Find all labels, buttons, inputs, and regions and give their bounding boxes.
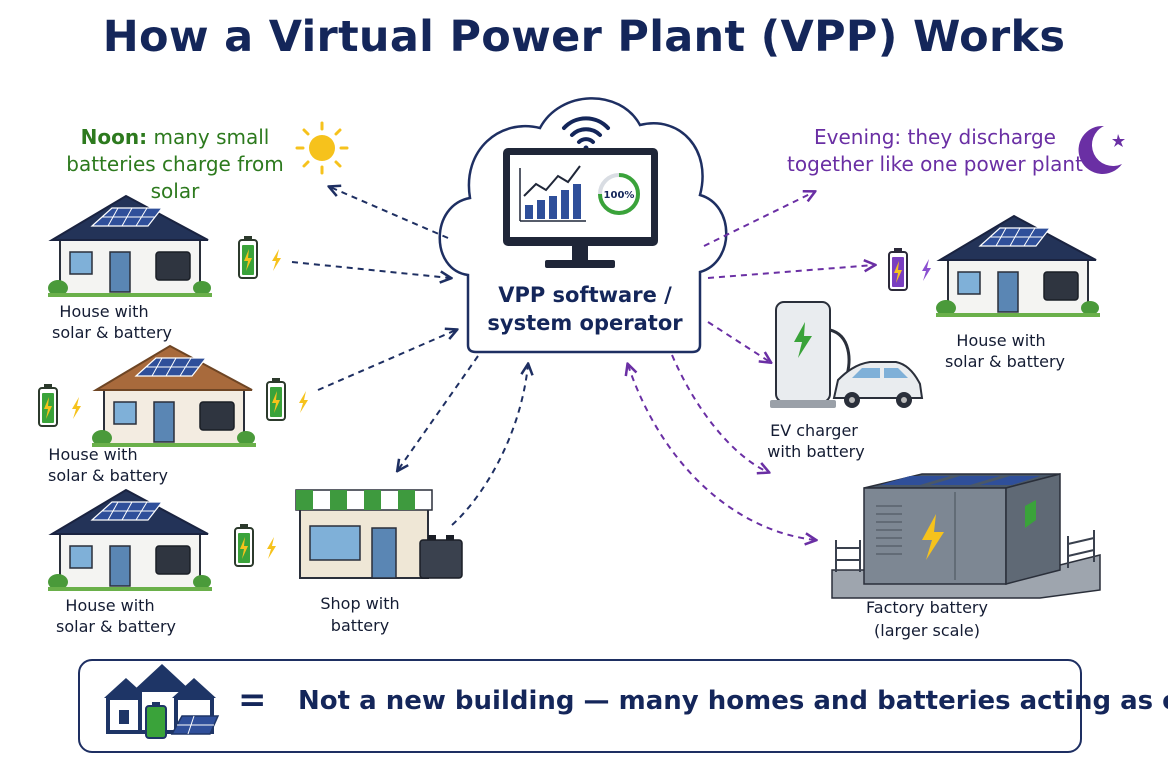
house3-caption-line1: House with (65, 596, 154, 615)
house1-caption-line2: solar & battery (52, 323, 172, 342)
bolt-icon-1 (272, 249, 281, 271)
arrow-hub-to-ev-lower (671, 354, 768, 472)
equals-sign: = (238, 680, 267, 720)
discharge-arrows (628, 192, 874, 540)
arrow-house2-to-hub (317, 330, 456, 391)
bolt-icon-2b (299, 391, 308, 413)
arrow-shop-to-hub (451, 365, 528, 526)
noon-text: many small (147, 125, 270, 149)
sun-icon (295, 121, 349, 175)
summary-text: Not a new building — many homes and batt… (298, 686, 1168, 716)
battery-icon-2a (38, 383, 58, 427)
ev-charger-icon (770, 301, 851, 408)
moon-icon (1078, 125, 1125, 174)
factory-caption-line2: (larger scale) (874, 621, 980, 640)
arrow-hub-to-evening (703, 192, 814, 247)
house-icon-3 (47, 489, 213, 592)
house2-caption-line2: solar & battery (48, 466, 168, 485)
arrow-hub-to-shop (398, 355, 479, 470)
arrow-house1-to-hub (291, 261, 450, 278)
noon-caption: Noon: many small batteries charge from s… (40, 124, 310, 205)
evening-text-line1: Evening: they discharge (814, 125, 1056, 149)
battery-icon-2b (266, 377, 286, 421)
battery-icon-3 (234, 523, 254, 567)
monitor-icon (503, 148, 658, 268)
factory-battery-icon (831, 473, 1101, 599)
connection-arrows (291, 187, 528, 526)
bolt-icon-3 (267, 537, 276, 559)
battery-icon-right (888, 247, 908, 291)
evening-caption: Evening: they discharge together like on… (785, 124, 1085, 178)
ev-caption-line1: EV charger (770, 421, 858, 440)
shop-icon (295, 489, 463, 579)
shop-caption-line1: Shop with (320, 594, 399, 613)
community-icon (104, 664, 220, 739)
gauge-label: 100% (604, 190, 635, 201)
house1-caption-line1: House with (59, 302, 148, 321)
house-icon-1 (47, 195, 213, 298)
bolt-icon-2a (72, 397, 81, 419)
house-right-caption-line1: House with (956, 331, 1045, 350)
house-icon-2 (91, 345, 257, 448)
house-right-caption-line2: solar & battery (945, 352, 1065, 371)
noon-text-line2: batteries charge from solar (66, 152, 284, 203)
car-icon (832, 361, 924, 408)
arrow-hub-to-factory (628, 365, 815, 540)
house3-caption-line2: solar & battery (56, 617, 176, 636)
hub-label-line1: VPP software / (498, 283, 672, 307)
page-title: How a Virtual Power Plant (VPP) Works (102, 12, 1066, 62)
arrow-hub-to-ev (707, 321, 770, 362)
ev-caption-line2: with battery (767, 442, 864, 461)
summary-box (78, 659, 1082, 753)
factory-caption-line1: Factory battery (866, 598, 988, 617)
battery-icon-1 (238, 235, 258, 279)
shop-caption-line2: battery (331, 616, 389, 635)
bolt-icon-right (922, 259, 931, 281)
hub-label-line2: system operator (487, 311, 683, 335)
evening-text-line2: together like one power plant (787, 152, 1083, 176)
arrow-hub-to-house-right (707, 265, 874, 279)
arrow-hub-to-sun (330, 187, 449, 239)
house2-caption-line1: House with (48, 445, 137, 464)
house-icon-right (935, 215, 1101, 318)
noon-label: Noon: (80, 125, 148, 149)
